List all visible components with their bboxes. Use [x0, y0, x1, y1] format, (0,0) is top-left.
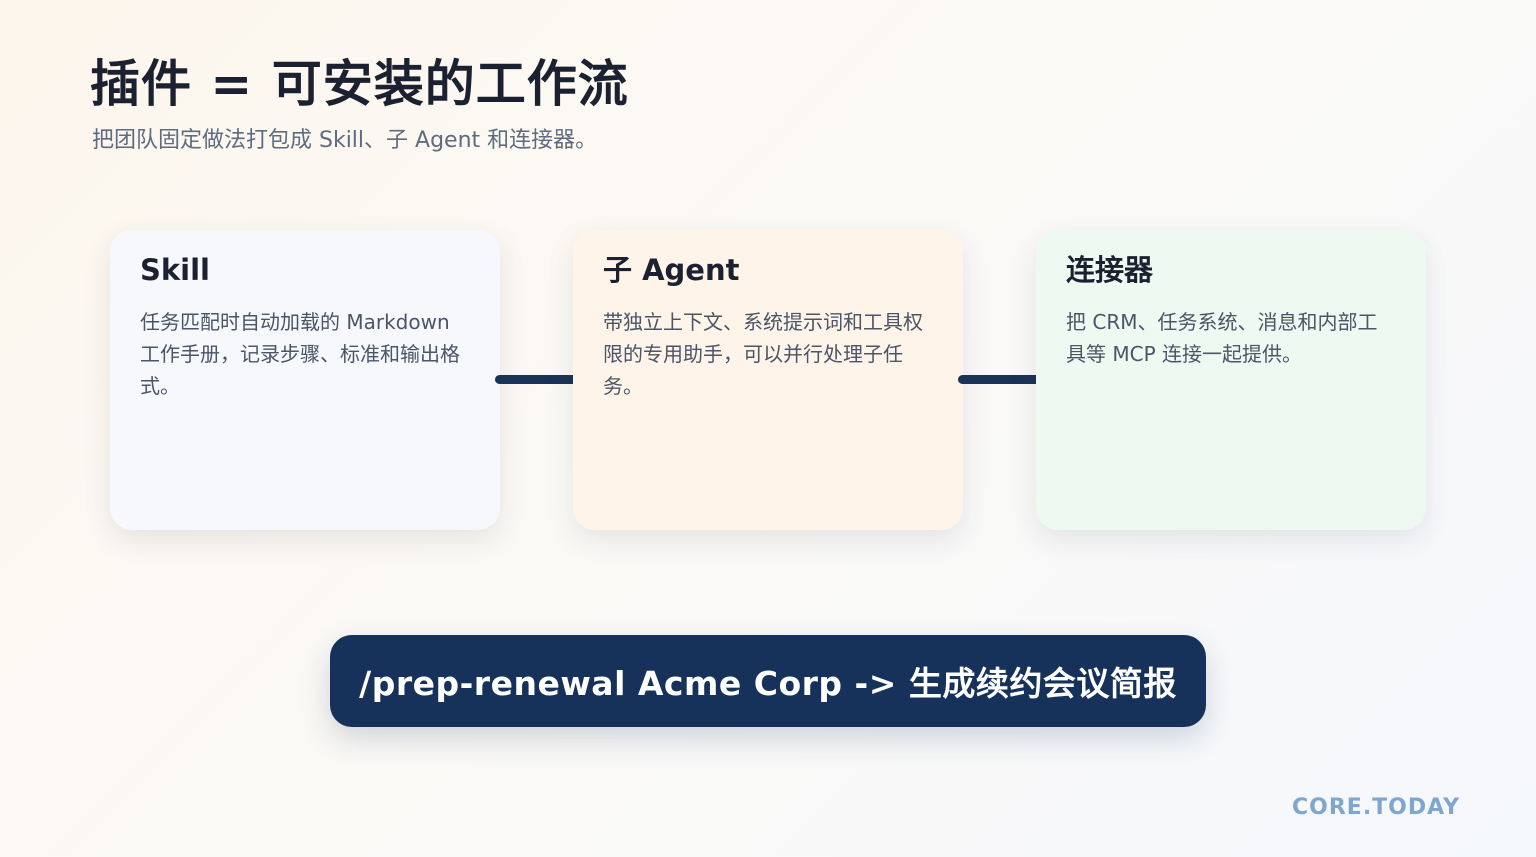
connector-card: 连接器 把 CRM、任务系统、消息和内部工具等 MCP 连接一起提供。: [1036, 230, 1426, 530]
connector-line: [958, 375, 1041, 384]
sub-agent-card: 子 Agent 带独立上下文、系统提示词和工具权限的专用助手，可以并行处理子任务…: [573, 230, 963, 530]
skill-card: Skill 任务匹配时自动加载的 Markdown 工作手册，记录步骤、标准和输…: [110, 230, 500, 530]
page-title: 插件 = 可安装的工作流: [90, 55, 629, 113]
sub-agent-card-title: 子 Agent: [603, 253, 740, 287]
connector-card-description: 把 CRM、任务系统、消息和内部工具等 MCP 连接一起提供。: [1066, 310, 1378, 366]
command-example-bar: /prep-renewal Acme Corp -> 生成续约会议简报: [330, 635, 1206, 727]
skill-card-description: 任务匹配时自动加载的 Markdown 工作手册，记录步骤、标准和输出格式。: [140, 310, 460, 398]
brand-logo-text: CORE.TODAY: [1292, 795, 1460, 820]
sub-agent-card-description: 带独立上下文、系统提示词和工具权限的专用助手，可以并行处理子任务。: [603, 310, 923, 398]
command-example-text: /prep-renewal Acme Corp -> 生成续约会议简报: [359, 664, 1177, 703]
page-subtitle: 把团队固定做法打包成 Skill、子 Agent 和连接器。: [92, 128, 598, 153]
connector-line: [495, 375, 578, 384]
skill-card-title: Skill: [140, 253, 210, 287]
connector-card-title: 连接器: [1066, 253, 1154, 287]
